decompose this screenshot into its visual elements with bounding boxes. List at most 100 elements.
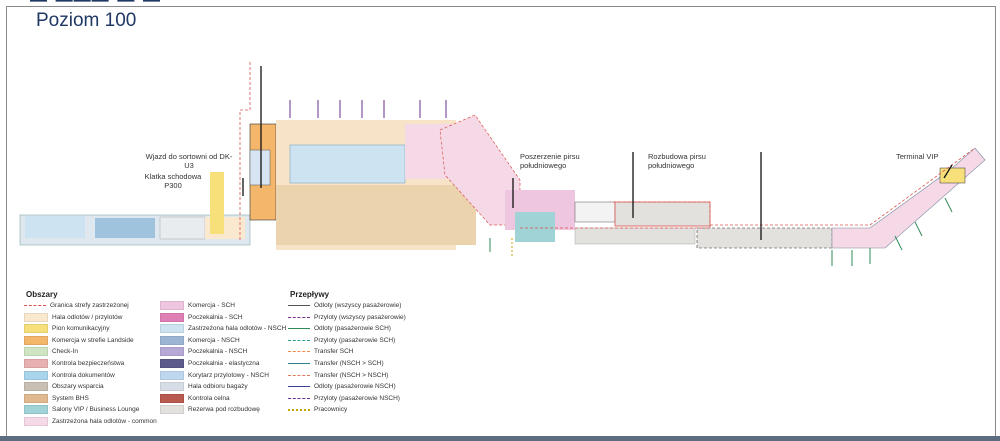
legend-line-swatch [24, 305, 46, 306]
legend-label: Poczekalnia - NSCH [188, 348, 248, 356]
legend-label: Salony VIP / Business Lounge [52, 406, 140, 414]
legend-color-swatch [160, 301, 184, 310]
legend-line-swatch [288, 351, 310, 353]
legend-color-swatch [160, 312, 184, 322]
legend-label: Pracownicy [314, 406, 348, 414]
legend-item: Komercja - NSCH [160, 335, 240, 346]
legend-item: Transfer (NSCH > SCH) [288, 358, 384, 369]
legend-item: Pracownicy [288, 404, 347, 415]
legend-label: Odloty (wszyscy pasażerowie) [314, 302, 402, 309]
legend-item: Korytarz przylotowy - NSCH [160, 370, 269, 381]
legend-label: Przyloty (pasażerowie SCH) [314, 336, 396, 344]
legend-item: Komercja - SCH [160, 300, 235, 311]
legend-item: Poczekalnia - SCH [160, 312, 243, 323]
vip-terminal-block [939, 167, 966, 184]
legend-item: Check-In [24, 346, 78, 357]
legend-label: Transfer SCH [314, 348, 354, 356]
restricted-boundary-vip [710, 147, 976, 226]
legend-item: Zastrzeżona hala odlotów - NSCH [160, 323, 286, 334]
legend-color-swatch [160, 335, 184, 345]
lift-block [249, 149, 271, 186]
legend-label: Hala odbioru bagaży [188, 383, 248, 391]
legend-color-swatch [24, 393, 48, 403]
legend-label: Kontrola dokumentów [52, 371, 115, 379]
legend-item: Poczekalnia - NSCH [160, 346, 247, 357]
pier-expansion-reserve [614, 201, 711, 227]
callout-klatka: Klatka schodowa P300 [144, 172, 202, 190]
legend-label: Komercja w strefie Landside [52, 336, 134, 344]
legend-label: Poczekalnia - SCH [188, 313, 243, 321]
restricted-boundary-pier [520, 201, 711, 229]
legend-color-swatch [160, 359, 184, 368]
cropped-heading-fragment: ▀ ▀▀▀ ▀ ▀ [30, 0, 162, 15]
legend-color-swatch [160, 393, 184, 403]
legend-line-swatch [288, 339, 310, 341]
nsch-departure-hall [289, 144, 406, 184]
legend-color-swatch [24, 405, 48, 415]
gate-arrows [289, 100, 447, 118]
legend-label: Komercja - NSCH [188, 336, 240, 344]
bottom-border [0, 436, 1000, 441]
legend-item: Kontrola bezpieczeństwa [24, 358, 124, 369]
legend-item: Przyloty (wszyscy pasażerowie) [288, 312, 406, 323]
legend-label: Rezerwa pod rozbudowę [188, 406, 260, 414]
reserve-block [574, 201, 616, 223]
legend-label: Przyloty (wszyscy pasażerowie) [314, 313, 406, 321]
legend-label: Korytarz przylotowy - NSCH [188, 371, 269, 379]
stair-core [210, 172, 224, 234]
legend-color-swatch [160, 347, 184, 357]
legend-line-swatch [288, 328, 310, 330]
page-title: Poziom 100 [36, 10, 137, 31]
legend-line-swatch [288, 316, 310, 318]
legend-item: Poczekalnia - elastyczna [160, 358, 260, 369]
legend-color-swatch [160, 324, 184, 334]
legend-item: Przyloty (pasażerowie NSCH) [288, 393, 400, 404]
legend-item: Kontrola dokumentów [24, 370, 115, 381]
legend-color-swatch [24, 335, 48, 345]
legend-color-swatch [160, 382, 184, 392]
legend-label: Poczekalnia - elastyczna [188, 360, 260, 367]
legend-item: Zastrzeżona hala odlotów - common [24, 416, 157, 427]
legend-label: Zastrzeżona hala odlotów - common [52, 418, 157, 425]
pier-reserve-east [696, 227, 833, 249]
legend-item: Transfer SCH [288, 346, 354, 357]
legend-color-swatch [24, 417, 48, 426]
legend-flows-title: Przepływy [290, 290, 330, 299]
legend-line-swatch [288, 397, 310, 399]
legend-label: Obszary wsparcia [52, 383, 104, 391]
legend-item: Odloty (pasażerowie NSCH) [288, 381, 396, 392]
pier-lower-block [574, 227, 696, 245]
legend-label: Kontrola celna [188, 394, 230, 402]
legend-areas-title: Obszary [26, 290, 58, 299]
checkin-block [25, 216, 85, 238]
legend-label: Komercja - SCH [188, 302, 235, 309]
legend-color-swatch [24, 312, 48, 322]
legend-item: Hala odlotów / przylotów [24, 312, 122, 323]
legend-item: Salony VIP / Business Lounge [24, 404, 139, 415]
legend-color-swatch [24, 382, 48, 392]
legend-color-swatch [160, 405, 184, 415]
legend-label: Kontrola bezpieczeństwa [52, 360, 125, 367]
legend-line-swatch [288, 408, 310, 411]
support-block [159, 216, 206, 240]
legend-label: Granica strefy zastrzeżonej [50, 302, 129, 309]
legend-item: Hala odbioru bagaży [160, 381, 248, 392]
legend-label: Odloty (pasażerowie NSCH) [314, 383, 396, 391]
legend-line-swatch [288, 305, 310, 306]
legend-item: Pion komunikacyjny [24, 323, 109, 334]
callout-poszerzenie: Poszerzenie pirsu południowego [520, 152, 580, 170]
legend-line-swatch [288, 386, 310, 388]
legend-color-swatch [24, 370, 48, 380]
legend-color-swatch [24, 359, 48, 368]
legend-line-swatch [288, 374, 310, 376]
legend-item: Komercja w strefie Landside [24, 335, 134, 346]
legend-label: Hala odlotów / przylotów [52, 313, 123, 321]
legend-item: Przyloty (pasażerowie SCH) [288, 335, 395, 346]
legend-item: Obszary wsparcia [24, 381, 104, 392]
vip-arrows [831, 197, 953, 266]
vip-pier [831, 147, 986, 249]
legend-label: System BHS [52, 394, 89, 402]
legend-label: Transfer (NSCH > SCH) [314, 360, 384, 367]
legend-label: Odloty (pasażerowie SCH) [314, 325, 391, 333]
